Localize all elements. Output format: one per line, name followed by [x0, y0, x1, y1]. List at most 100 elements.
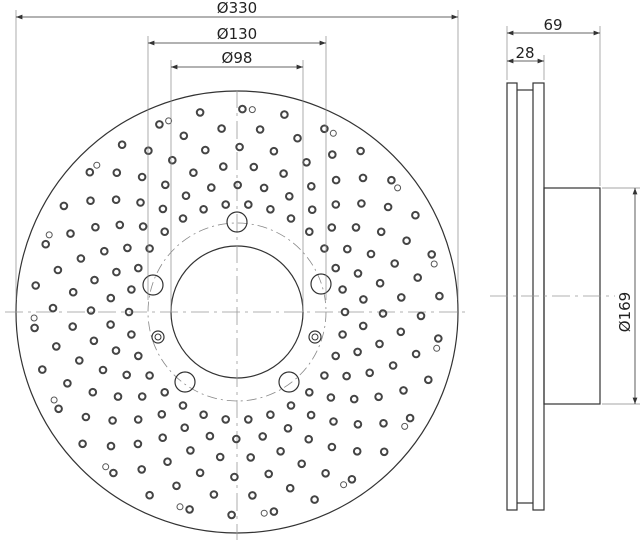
drill-hole: [41, 239, 51, 249]
drill-hole: [353, 347, 362, 357]
drill-hole: [320, 371, 329, 380]
drill-hole: [283, 424, 293, 433]
drill-hole: [38, 365, 47, 374]
drill-hole: [307, 182, 316, 191]
vent-hole: [260, 509, 268, 517]
drill-hole: [59, 201, 69, 211]
drill-hole: [112, 267, 121, 277]
drill-hole: [111, 195, 121, 204]
drill-hole: [269, 146, 279, 156]
drill-hole: [321, 469, 330, 478]
drill-hole: [331, 175, 341, 185]
drill-hole: [127, 330, 136, 339]
drill-hole: [255, 125, 265, 134]
drill-hole: [134, 263, 143, 273]
drill-hole: [387, 175, 396, 185]
drill-hole: [320, 244, 329, 253]
drill-hole: [113, 392, 123, 401]
drill-hole: [365, 368, 375, 378]
drill-hole: [161, 180, 170, 190]
drill-hole: [180, 423, 189, 433]
drill-hole: [249, 162, 259, 172]
disc-thickness-label: 28: [515, 44, 534, 62]
drill-hole: [136, 198, 145, 207]
drill-hole: [343, 244, 352, 254]
drill-hole: [405, 413, 415, 423]
drill-hole: [353, 420, 363, 429]
drill-hole: [195, 468, 205, 478]
drill-hole: [376, 227, 386, 237]
drill-hole: [178, 401, 188, 410]
drill-hole: [86, 306, 96, 315]
drill-hole: [215, 452, 225, 462]
bolt-holes: [142, 211, 332, 393]
drill-hole: [133, 439, 143, 449]
drill-hole: [396, 327, 406, 337]
drill-hole: [30, 323, 39, 333]
drill-hole: [219, 162, 228, 171]
drill-hole: [357, 199, 366, 208]
drill-hole: [115, 220, 125, 230]
drill-hole: [352, 447, 362, 456]
vent-hole: [165, 117, 173, 125]
locating-hole: [311, 333, 319, 341]
drill-hole: [207, 183, 216, 192]
drill-hole: [264, 469, 274, 479]
drill-hole: [124, 307, 134, 317]
drill-hole: [144, 146, 153, 155]
locating-hole: [308, 330, 322, 344]
drill-hole: [160, 227, 169, 236]
drill-hole: [137, 172, 147, 182]
drill-hole: [117, 140, 127, 149]
drill-hole: [338, 330, 347, 339]
drill-hole: [297, 459, 307, 469]
drill-hole: [269, 507, 279, 516]
vent-hole: [394, 184, 402, 192]
drill-hole: [244, 200, 253, 209]
drill-hole: [399, 386, 408, 395]
bolt-hole: [278, 371, 300, 393]
drill-hole: [205, 431, 215, 441]
drill-hole: [78, 439, 87, 449]
drill-hole: [106, 320, 115, 329]
drill-hole: [331, 200, 341, 209]
drill-hole: [331, 351, 341, 361]
drill-hole: [238, 104, 247, 114]
drill-hole: [244, 415, 253, 424]
drill-hole: [306, 410, 316, 420]
vent-hole: [433, 344, 441, 352]
drill-hole: [328, 150, 337, 159]
drill-hole: [138, 222, 148, 231]
drill-hole: [145, 371, 154, 380]
outer-friction-plate: [506, 82, 518, 511]
drill-hole: [342, 371, 351, 381]
drill-hole: [411, 210, 420, 220]
drill-hole: [434, 334, 443, 343]
vent-hole: [329, 129, 337, 137]
drill-hole: [89, 336, 99, 346]
drill-hole: [232, 434, 241, 444]
drill-hole: [286, 401, 296, 410]
drill-hole: [127, 285, 136, 294]
drill-hole: [54, 404, 63, 414]
drill-hole: [155, 120, 164, 129]
vent-hole: [248, 106, 256, 114]
drill-hole: [416, 311, 426, 321]
inner-friction-plate: [532, 82, 545, 511]
drill-hole: [88, 387, 98, 397]
side-view: [490, 26, 640, 511]
drill-hole: [221, 415, 230, 424]
drill-hole: [172, 481, 181, 491]
drill-hole: [366, 249, 376, 259]
drill-hole: [201, 145, 210, 155]
drill-hole: [326, 393, 336, 402]
drill-hole: [411, 349, 421, 359]
drill-hole: [98, 365, 108, 375]
bolt-circle-label: Ø130: [217, 25, 257, 43]
drill-hole: [109, 468, 118, 478]
drill-hole: [353, 269, 363, 278]
drill-hole: [53, 265, 63, 275]
drill-hole: [359, 295, 368, 304]
dimension-center-bore: Ø98: [170, 49, 304, 312]
drill-hole: [286, 214, 296, 223]
